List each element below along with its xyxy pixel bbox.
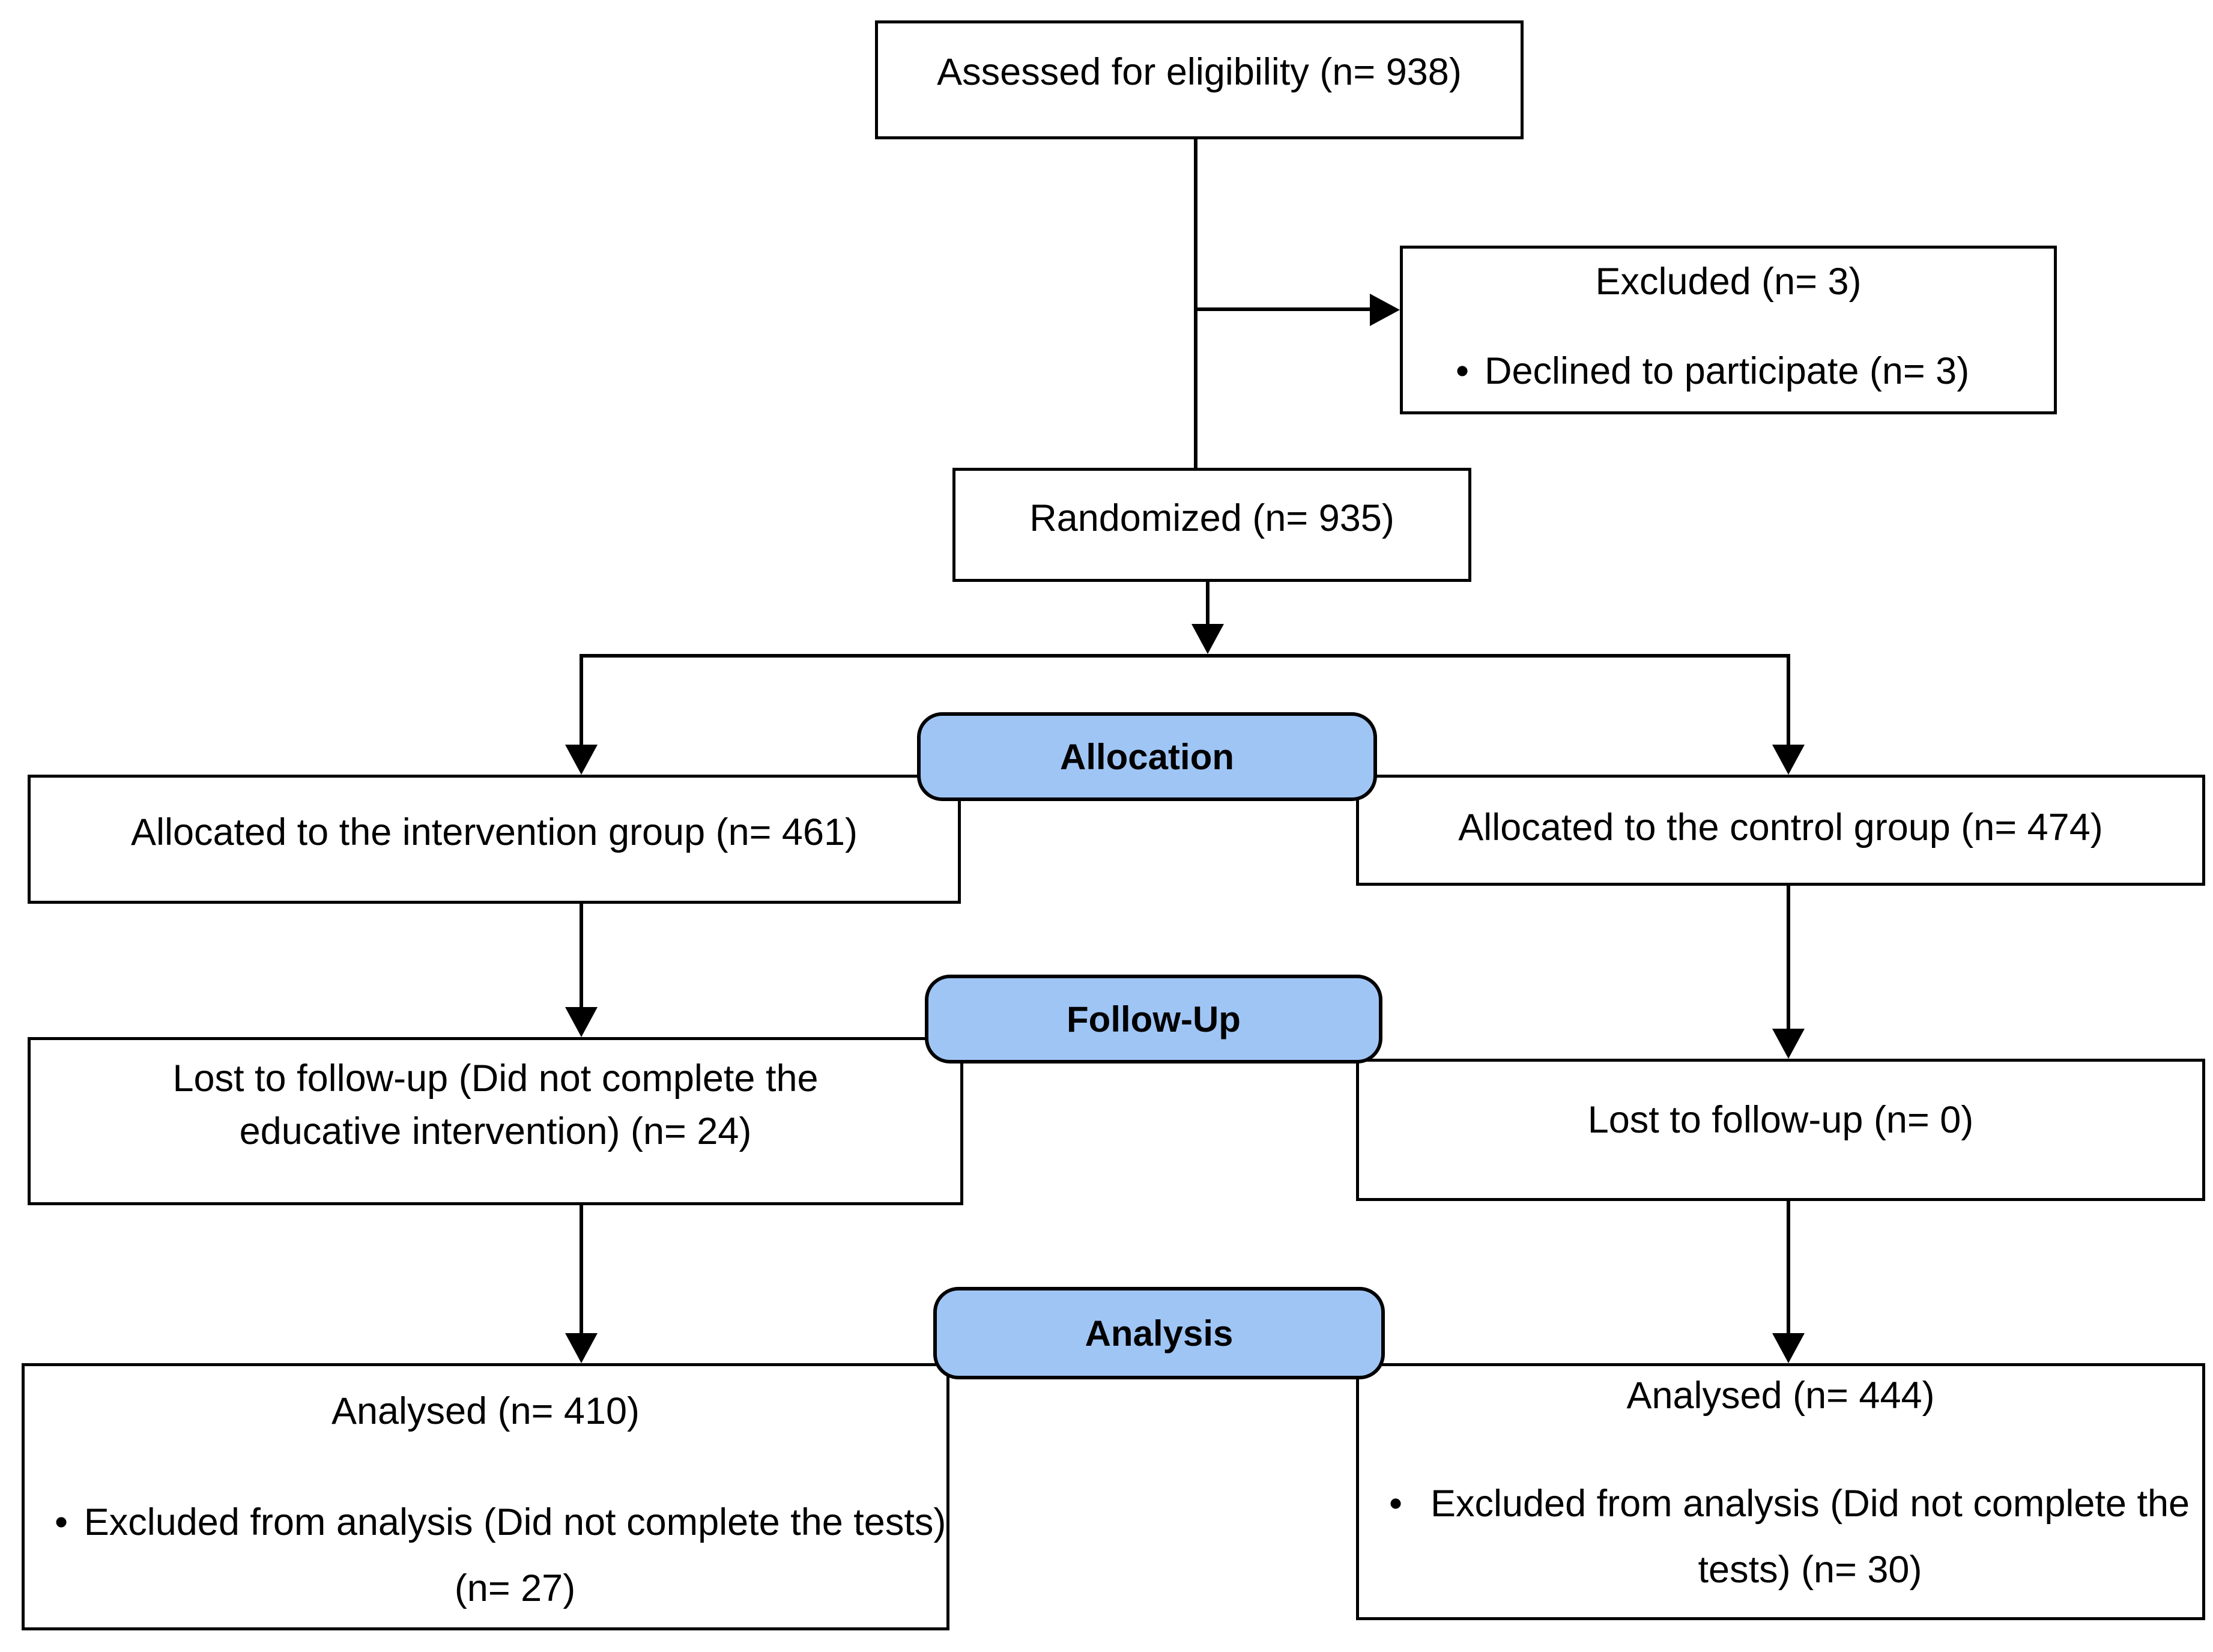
node-title: Analysed (n= 444)	[1626, 1375, 1935, 1417]
connector-randomized-to-split	[1206, 582, 1209, 625]
excluded-reason-row: • Declined to participate (n= 3)	[1403, 348, 2054, 395]
connector-to-excluded	[1196, 307, 1370, 311]
arrowhead-down-icon	[1191, 624, 1224, 654]
node-title: Excluded (n= 3)	[1595, 261, 1862, 303]
node-text: Allocated to the intervention group (n= …	[130, 811, 858, 853]
stage-pill-followup: Follow-Up	[925, 975, 1382, 1064]
connector-allocation-to-followup-left	[580, 903, 583, 1009]
analysis-exclusion-text: Excluded from analysis (Did not complete…	[83, 1501, 946, 1609]
bullet-icon: •	[1389, 1482, 1403, 1525]
connector-followup-to-analysis-right	[1787, 1200, 1790, 1335]
node-text: Lost to follow-up (n= 0)	[1587, 1099, 1974, 1141]
connector-assessed-to-randomized	[1194, 139, 1197, 468]
stage-pill-analysis: Analysis	[933, 1287, 1385, 1379]
node-assessed-eligibility: Assessed for eligibility (n= 938)	[875, 20, 1524, 139]
node-analysed-control: Analysed (n= 444) • Excluded from analys…	[1356, 1363, 2205, 1620]
arrowhead-down-icon	[1772, 1333, 1805, 1363]
connector-split-horizontal	[580, 654, 1790, 658]
arrowhead-down-icon	[565, 745, 598, 775]
node-allocated-control: Allocated to the control group (n= 474)	[1356, 775, 2205, 886]
node-text: Lost to follow-up (Did not complete the …	[172, 1057, 819, 1153]
node-text: Randomized (n= 935)	[1029, 497, 1394, 539]
analysis-exclusion-text: Excluded from analysis (Did not complete…	[1430, 1482, 2190, 1591]
bullet-icon: •	[55, 1501, 68, 1543]
connector-followup-to-analysis-left	[580, 1204, 583, 1335]
connector-split-to-intervention	[580, 654, 583, 746]
node-text: Assessed for eligibility (n= 938)	[937, 51, 1462, 93]
arrowhead-down-icon	[565, 1333, 598, 1363]
arrowhead-down-icon	[1772, 745, 1805, 775]
stage-label: Follow-Up	[1067, 999, 1241, 1039]
analysis-exclusion-row: • Excluded from analysis (Did not comple…	[1359, 1471, 2202, 1603]
bullet-icon: •	[1456, 349, 1470, 392]
analysis-exclusion-row: • Excluded from analysis (Did not comple…	[25, 1489, 946, 1622]
connector-allocation-to-followup-right	[1787, 885, 1790, 1031]
stage-pill-allocation: Allocation	[917, 712, 1377, 801]
arrowhead-down-icon	[565, 1007, 598, 1037]
node-title: Analysed (n= 410)	[331, 1390, 640, 1432]
node-lost-followup-intervention: Lost to follow-up (Did not complete the …	[28, 1037, 963, 1205]
node-randomized: Randomized (n= 935)	[952, 468, 1471, 582]
node-allocated-intervention: Allocated to the intervention group (n= …	[28, 775, 961, 904]
connector-split-to-control	[1787, 654, 1790, 746]
arrowhead-down-icon	[1772, 1029, 1805, 1059]
arrowhead-right-icon	[1370, 294, 1400, 326]
node-excluded: Excluded (n= 3) • Declined to participat…	[1400, 246, 2057, 414]
node-lost-followup-control: Lost to follow-up (n= 0)	[1356, 1059, 2205, 1201]
stage-label: Analysis	[1085, 1313, 1234, 1354]
node-analysed-intervention: Analysed (n= 410) • Excluded from analys…	[22, 1363, 949, 1630]
excluded-reason-text: Declined to participate (n= 3)	[1485, 349, 1970, 392]
stage-label: Allocation	[1059, 736, 1234, 777]
node-text: Allocated to the control group (n= 474)	[1458, 806, 2103, 849]
